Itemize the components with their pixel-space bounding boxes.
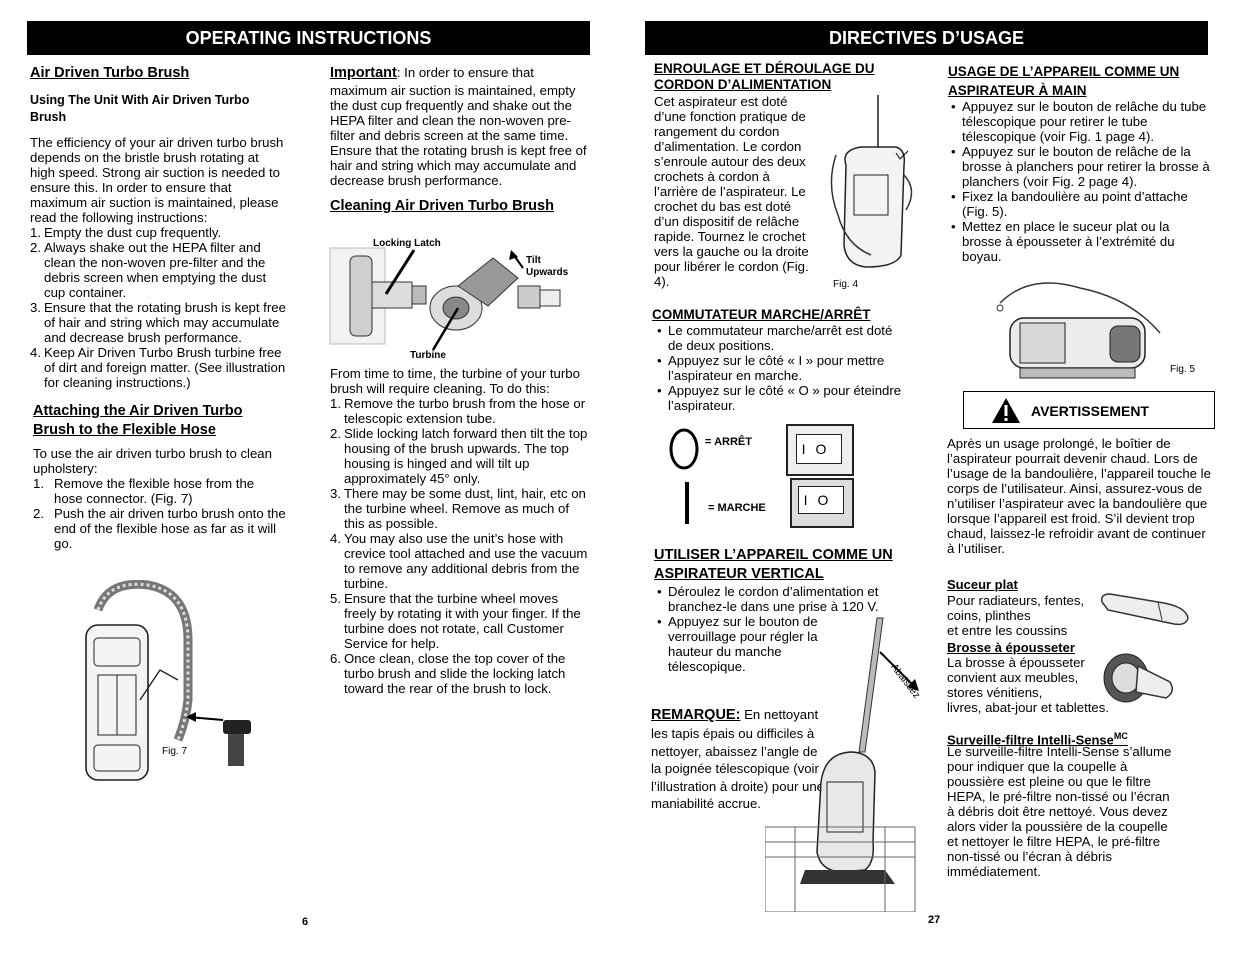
fig5-strap-illustration [996, 282, 1161, 379]
list-item: Déroulez le cordon d’alimentation et bra… [654, 584, 899, 614]
switch-i-glyph: I [801, 441, 816, 457]
attach-steps: 1.Remove the flexible hose from the hose… [33, 476, 286, 551]
turbo-brush-title: Air Driven Turbo Brush [30, 65, 190, 81]
fig5-label: Fig. 5 [1170, 364, 1196, 375]
fig4-label: Fig. 4 [833, 279, 859, 290]
upright-title: UTILISER L’APPAREIL COMME UN ASPIRATEUR … [654, 547, 893, 582]
warning-icon [992, 398, 1020, 423]
dusting-brush-icon [1103, 653, 1173, 703]
cleaning-intro: From time to time, the turbine of your t… [330, 366, 580, 396]
page-number-right: 27 [928, 914, 941, 926]
off-symbol-icon [669, 428, 699, 470]
list-item: 1.Remove the flexible hose from the hose… [33, 476, 255, 506]
list-item: Mettez en place le suceur plat ou la bro… [948, 219, 1210, 264]
hand-title: USAGE DE L’APPAREIL COMME UN ASPIRATEUR … [948, 64, 1180, 98]
list-item: 2.Slide locking latch forward then tilt … [330, 426, 588, 486]
attach-title: Attaching the Air Driven Turbo Brush to … [33, 403, 243, 438]
dust-brush-title: Brosse à épousseter [947, 640, 1075, 655]
list-item: Le commutateur marche/arrêt est doté de … [654, 323, 909, 353]
crevice-tool-icon [1100, 593, 1189, 626]
on-symbol-icon [685, 482, 689, 524]
warning-text: Après un usage prolongé, le boîtier de l… [947, 436, 1211, 556]
sensor-text: Le surveille-filtre Intelli-Sense s’allu… [947, 744, 1172, 879]
locking-latch-label: Locking Latch [373, 238, 441, 249]
upright-items: Déroulez le cordon d’alimentation et bra… [654, 584, 899, 674]
left-col-1: Air Driven Turbo Brush Using The Unit Wi… [30, 64, 286, 551]
turbo-brush-intro: The efficiency of your air driven turbo … [30, 135, 284, 225]
upright-vacuum-illustration [765, 617, 919, 912]
sensor-title: Surveille-filtre Intelli-SenseMC [947, 731, 1128, 748]
list-item: 1.Remove the turbo brush from the hose o… [330, 396, 586, 426]
turbine-label: Turbine [410, 350, 446, 361]
turbo-brush-subtitle: Using The Unit With Air Driven Turbo Bru… [30, 93, 250, 124]
crevice-desc: Pour radiateurs, fentes, coins, plinthes… [947, 593, 1085, 638]
list-item: 4.Keep Air Driven Turbo Brush turbine fr… [30, 345, 286, 390]
cord-title: ENROULAGE ET DÉROULAGE DU CORDON D’ALIME… [654, 61, 875, 92]
switch-i-glyph: I [803, 492, 818, 508]
cleaning-title: Cleaning Air Driven Turbo Brush [330, 198, 554, 214]
list-item: 3.Ensure that the rotating brush is kept… [30, 300, 286, 345]
switch-on-image: IO [790, 478, 854, 528]
fig7-hose-illustration [85, 580, 251, 781]
switch-o-glyph: O [817, 492, 839, 508]
switch-o-glyph: O [815, 441, 837, 457]
sensor-sup: MC [1113, 731, 1128, 741]
list-item: 3.There may be some dust, lint, hair, et… [330, 486, 586, 531]
remarque-label: REMARQUE: [651, 707, 741, 723]
left-col-2: Important: In order to ensure that maxim… [330, 64, 588, 216]
important-note: Important: In order to ensure that maxim… [330, 65, 587, 188]
switch-items: Le commutateur marche/arrêt est doté de … [654, 323, 909, 413]
important-label: Important [330, 65, 397, 81]
hand-items: Appuyez sur le bouton de relâche du tube… [948, 99, 1210, 264]
right-banner: DIRECTIVES D’USAGE [645, 21, 1208, 55]
list-item: 6.Once clean, close the top cover of the… [330, 651, 566, 696]
tilt-label: Tilt [526, 255, 541, 266]
page-number-left: 6 [302, 916, 309, 928]
cord-text: Cet aspirateur est doté d’une fonction p… [654, 94, 809, 289]
arret-label: = ARRÊT [705, 436, 752, 448]
upwards-label: Upwards [526, 267, 569, 278]
list-item: 2.Push the air driven turbo brush onto t… [33, 506, 286, 551]
list-item: Appuyez sur le côté « O » pour éteindre … [654, 383, 909, 413]
warning-box: AVERTISSEMENT [963, 391, 1215, 429]
fig4-cord-wrap-illustration [830, 95, 913, 268]
turbo-brush-cleaning-illustration [329, 247, 561, 351]
list-item: Appuyez sur le bouton de verrouillage po… [654, 614, 838, 674]
list-item: Appuyez sur le côté « I » pour mettre l’… [654, 353, 909, 383]
crevice-title: Suceur plat [947, 577, 1018, 592]
left-banner: OPERATING INSTRUCTIONS [27, 21, 590, 55]
turbo-brush-steps: 1.Empty the dust cup frequently. 2.Alway… [30, 225, 286, 390]
list-item: Appuyez sur le bouton de relâche de la b… [948, 144, 1210, 189]
list-item: 1.Empty the dust cup frequently. [30, 225, 222, 240]
list-item: 4.You may also use the unit’s hose with … [330, 531, 588, 591]
remarque-note: REMARQUE: En nettoyant les tapis épais o… [651, 707, 824, 811]
switch-title: COMMUTATEUR MARCHE/ARRÊT [652, 307, 871, 322]
list-item: 2.Always shake out the HEPA filter and c… [30, 240, 267, 300]
list-item: Appuyez sur le bouton de relâche du tube… [948, 99, 1210, 144]
marche-label: = MARCHE [708, 502, 766, 514]
switch-off-image: IO [786, 424, 854, 476]
cleaning-section: From time to time, the turbine of your t… [330, 366, 588, 696]
list-item: 5.Ensure that the turbine wheel moves fr… [330, 591, 581, 651]
warning-title: AVERTISSEMENT [1031, 403, 1149, 419]
list-item: Fixez la bandoulière au point d’attache … [948, 189, 1210, 219]
attach-intro: To use the air driven turbo brush to cle… [33, 446, 272, 476]
fig7-label: Fig. 7 [162, 746, 188, 757]
cleaning-steps: 1.Remove the turbo brush from the hose o… [330, 396, 588, 696]
dust-brush-desc: La brosse à épousseter convient aux meub… [947, 655, 1109, 715]
